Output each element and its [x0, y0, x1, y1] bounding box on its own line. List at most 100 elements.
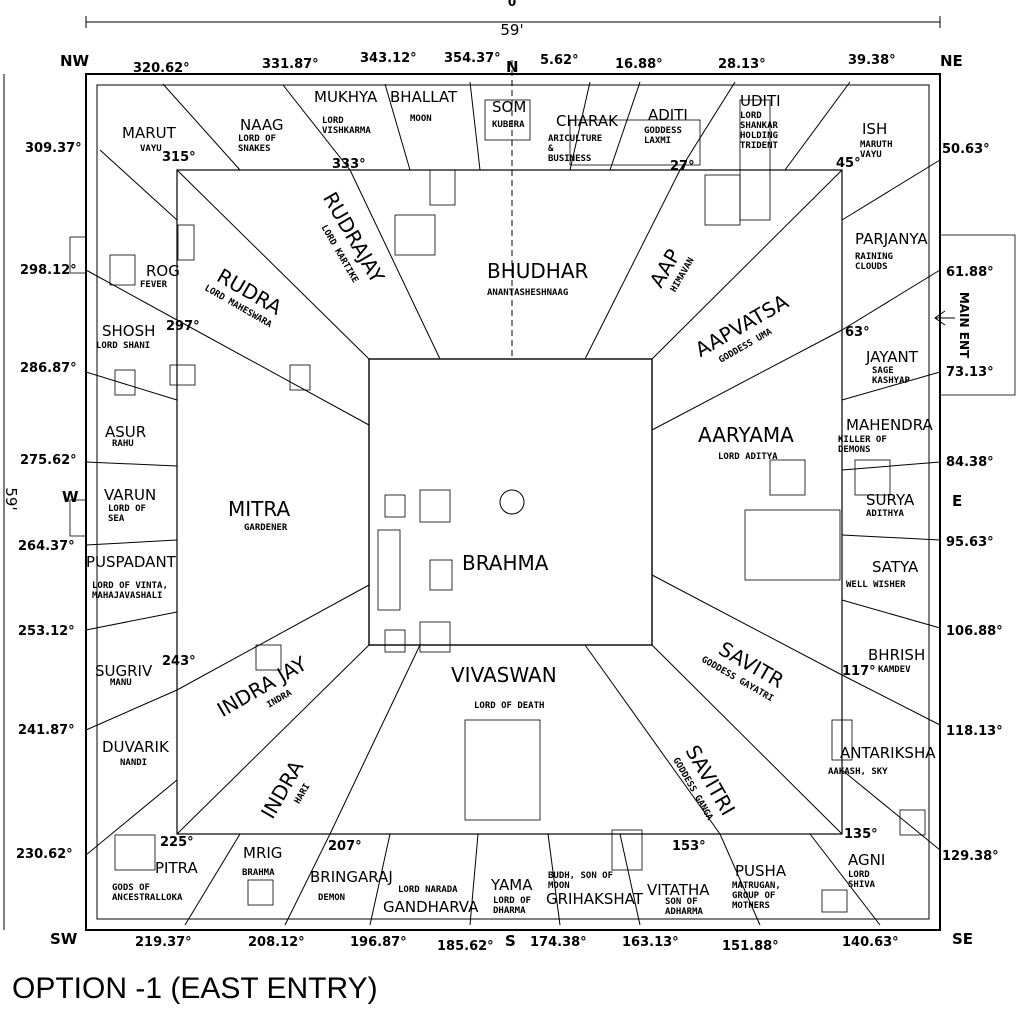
vastu-purusha-mandala-plan: 59' 0 59': [2, 0, 1016, 954]
deity-bringaraj-sub: DEMON: [318, 893, 345, 903]
degree-labels-inner: 315° 333° 27° 45° 297° 63° 243° 117° 225…: [160, 150, 878, 854]
deity-agni-name: AGNI: [848, 851, 885, 869]
degree-label: 28.13°: [718, 57, 766, 72]
degree-label: 61.88°: [946, 265, 994, 280]
deity-varun-name: VARUN: [104, 486, 156, 504]
deity-gandharva-name: GANDHARVA: [383, 898, 479, 916]
deity-aaryama-name: AARYAMA: [698, 423, 794, 447]
degree-label: 320.62°: [133, 61, 190, 76]
deity-bhallat-name: BHALLAT: [390, 88, 458, 106]
degree-label: 140.63°: [842, 935, 899, 950]
option-title: OPTION -1 (EAST ENTRY): [12, 972, 378, 1005]
deity-mitra-sub: GARDENER: [244, 523, 288, 533]
deity-grihakshat-name: GRIHAKSHAT: [546, 890, 644, 908]
deity-rog-sub: FEVER: [140, 280, 168, 290]
degree-label: 163.13°: [622, 935, 679, 950]
degree-label: 243°: [162, 654, 196, 669]
degree-label: 331.87°: [262, 57, 319, 72]
degree-label: 309.37°: [25, 141, 82, 156]
degree-label: 208.12°: [248, 935, 305, 950]
inner-wall: [96, 84, 930, 920]
degree-label: 118.13°: [946, 724, 1003, 739]
dimension-lines: [3, 16, 941, 930]
deity-vivaswan-sub: LORD OF DEATH: [474, 701, 544, 711]
degree-label: 45°: [836, 156, 861, 171]
deity-vitatha-name: VITATHA: [647, 881, 710, 899]
deity-sugriv-sub: MANU: [110, 678, 132, 688]
degree-label: 16.88°: [615, 57, 663, 72]
deity-satya-sub: WELL WISHER: [846, 580, 906, 590]
degree-labels-top: 320.62° 331.87° 343.12° 354.37° 5.62° 16…: [133, 51, 896, 76]
deity-jayant-name: JAYANT: [865, 348, 919, 366]
deity-antariksha-name: ANTARIKSHA: [840, 744, 936, 762]
left-dimension-label: 59': [2, 487, 20, 510]
deity-asur-name: ASUR: [105, 423, 146, 441]
entry-arrow-icon: [934, 310, 955, 326]
deity-duvarik-sub: NANDI: [120, 758, 147, 768]
deity-bhallat-sub: MOON: [410, 114, 432, 124]
degree-label: 343.12°: [360, 51, 417, 66]
deity-satya-name: SATYA: [872, 558, 919, 576]
deity-aaryama-sub: LORD ADITYA: [718, 452, 778, 462]
degree-label: 117°: [842, 664, 876, 679]
degree-label: 253.12°: [18, 624, 75, 639]
deity-pitra-name: PITRA: [155, 859, 198, 877]
deity-puspadant-name: PUSPADANT: [86, 553, 177, 571]
deity-shosh-name: SHOSH: [102, 322, 155, 340]
deity-aditi-name: ADITI: [648, 106, 688, 124]
deity-surya-sub: ADITHYA: [866, 509, 905, 519]
degree-labels-bottom: 219.37° 208.12° 196.87° 185.62° 174.38° …: [135, 935, 899, 954]
direction-nw: NW: [60, 52, 90, 70]
deity-brahma-name: BRAHMA: [462, 551, 549, 575]
deity-indrajay-name: INDRA JAY: [213, 651, 312, 722]
deity-yama-name: YAMA: [490, 876, 533, 894]
brahma-center-circle: [499, 489, 525, 515]
deity-rog-name: ROG: [146, 262, 180, 280]
deity-mrig-name: MRIG: [243, 844, 282, 862]
deity-asur-sub: RAHU: [112, 439, 134, 449]
degree-label: 84.38°: [946, 455, 994, 470]
deity-antariksha-sub: AAKASH, SKY: [828, 767, 888, 777]
top-dimension-label: 59': [500, 21, 523, 39]
degree-label: 27°: [670, 159, 695, 174]
degree-label: 219.37°: [135, 935, 192, 950]
deity-ish-name: ISH: [862, 120, 887, 138]
deity-mukhya-name: MUKHYA: [314, 88, 378, 106]
radial-lines: [85, 81, 941, 926]
degree-label: 298.12°: [20, 263, 77, 278]
deity-bhrish-sub: KAMDEV: [878, 665, 911, 675]
deity-marut-name: MARUT: [122, 124, 177, 142]
degree-label: 129.38°: [942, 849, 999, 864]
deity-sugriv-name: SUGRIV: [95, 662, 153, 680]
direction-e: E: [952, 492, 962, 510]
degree-labels-left: 309.37° 298.12° 286.87° 275.62° 264.37° …: [16, 141, 82, 862]
deity-mitra-name: MITRA: [228, 497, 290, 521]
degree-label: 151.88°: [722, 939, 779, 954]
middle-ring: [176, 169, 843, 835]
degree-label: 39.38°: [848, 53, 896, 68]
furniture-outlines: [69, 99, 1016, 913]
deity-bhrish-name: BHRISH: [868, 646, 925, 664]
deity-parjanya-name: PARJANYA: [855, 230, 928, 248]
degree-label: 106.88°: [946, 624, 1003, 639]
deity-mrig-sub: BRAHMA: [242, 868, 275, 878]
degree-label: 185.62°: [437, 939, 494, 954]
degree-label: 73.13°: [946, 365, 994, 380]
deity-gandharva-sub: LORD NARADA: [398, 885, 458, 895]
deity-surya-name: SURYA: [866, 491, 915, 509]
degree-label: 196.87°: [350, 935, 407, 950]
deity-mahendra-name: MAHENDRA: [846, 416, 934, 434]
deity-shosh-sub: LORD SHANI: [96, 341, 150, 351]
direction-se: SE: [952, 930, 973, 948]
deity-bringaraj-name: BRINGARAJ: [310, 868, 393, 886]
